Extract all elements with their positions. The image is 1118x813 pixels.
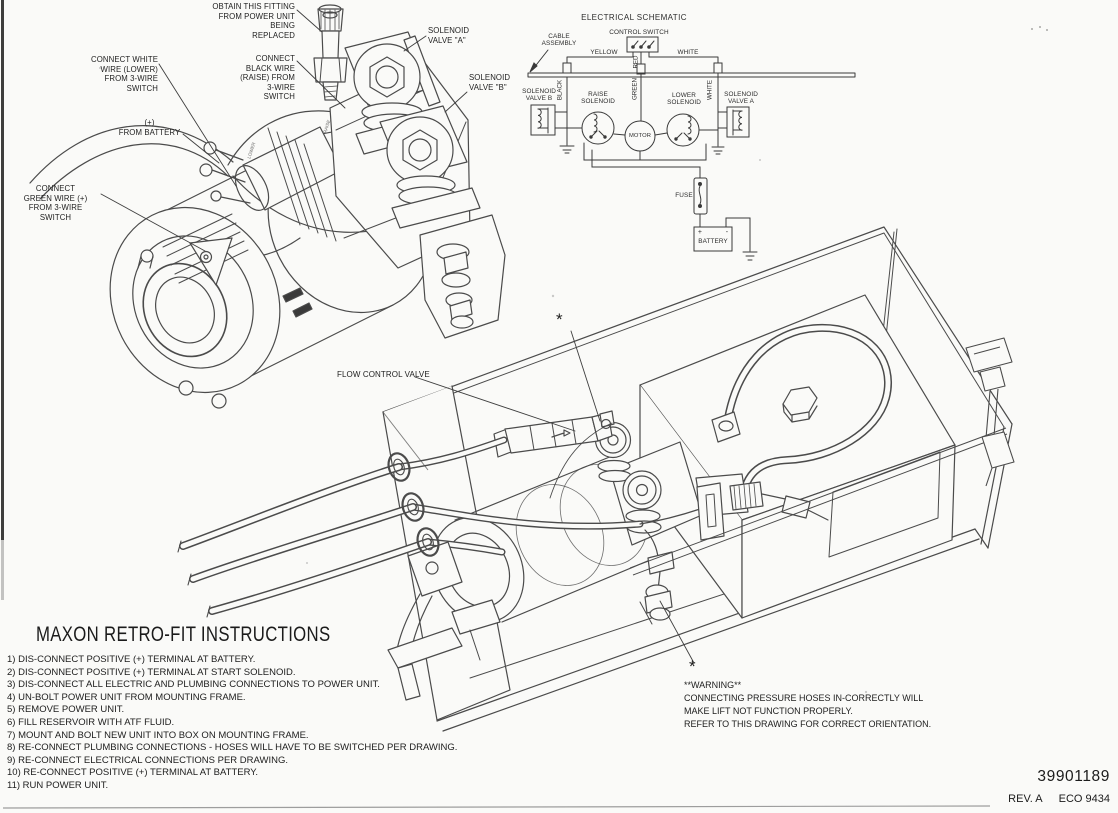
callout-solenoid-valve-a: SOLENOID VALVE "A" xyxy=(428,26,470,45)
eco-number: ECO 9434 xyxy=(1058,793,1110,805)
warning-line: CONNECTING PRESSURE HOSES IN-CORRECTLY W… xyxy=(684,692,924,703)
callout-flow-control-valve: FLOW CONTROL VALVE xyxy=(337,370,430,379)
schematic-cable-assembly-label: CABLE ASSEMBLY xyxy=(541,33,577,48)
schematic-white-wire-top-label: WHITE xyxy=(677,49,699,56)
schematic-battery-plus: + xyxy=(697,229,703,236)
schematic-title: ELECTRICAL SCHEMATIC xyxy=(581,13,687,22)
warning-title: **WARNING** xyxy=(684,680,742,690)
schematic-fuse-label: FUSE xyxy=(675,192,693,199)
schematic-control-switch-label: CONTROL SWITCH xyxy=(609,29,669,36)
warning-line: MAKE LIFT NOT FUNCTION PROPERLY. xyxy=(684,705,853,716)
schematic-battery-label: BATTERY xyxy=(698,238,728,245)
schematic-solenoid-valve-b-label: SOLENOID VALVE B xyxy=(522,88,556,103)
electrical-schematic-drawing xyxy=(527,36,856,261)
callout-solenoid-valve-b: SOLENOID VALVE "B" xyxy=(469,73,511,92)
instruction-step: 7) MOUNT AND BOLT NEW UNIT INTO BOX ON M… xyxy=(7,729,309,741)
scan-specks xyxy=(99,26,1048,694)
schematic-yellow-wire-label: YELLOW xyxy=(590,49,618,56)
part-number: 39901189 xyxy=(1037,768,1110,785)
schematic-lower-solenoid-label: LOWER SOLENOID xyxy=(667,92,701,107)
schematic-raise-solenoid-label: RAISE SOLENOID xyxy=(581,91,615,106)
asterisk-lower: * xyxy=(689,657,696,676)
instruction-step: 8) RE-CONNECT PLUMBING CONNECTIONS - HOS… xyxy=(7,742,458,754)
schematic-solenoid-valve-a-label: SOLENOID VALVE A xyxy=(724,91,758,106)
instruction-step: 2) DIS-CONNECT POSITIVE (+) TERMINAL AT … xyxy=(7,666,296,678)
schematic-battery-minus: - xyxy=(725,229,729,236)
schematic-black-wire-label: BLACK xyxy=(556,79,564,101)
schematic-green-wire-label: GREEN xyxy=(631,77,639,101)
instruction-step: 11) RUN POWER UNIT. xyxy=(7,779,109,791)
box-front-rim-lines xyxy=(382,411,1008,576)
callout-leader-lines xyxy=(100,9,695,664)
schematic-motor-label: MOTOR xyxy=(629,133,651,139)
scan-edge xyxy=(1,0,991,809)
power-unit-exploded-drawing xyxy=(29,4,506,409)
power-unit-in-box-drawing xyxy=(387,410,725,701)
instruction-step: 5) REMOVE POWER UNIT. xyxy=(7,704,125,716)
instructions-title: MAXON RETRO-FIT INSTRUCTIONS xyxy=(36,622,331,646)
callout-black-wire: CONNECT BLACK WIRE (RAISE) FROM 3-WIRE S… xyxy=(240,54,295,101)
instruction-step: 4) UN-BOLT POWER UNIT FROM MOUNTING FRAM… xyxy=(7,691,246,703)
box-latch-drawing xyxy=(965,337,1015,487)
schematic-red-wire-label: RED xyxy=(632,55,640,69)
asterisk-upper: * xyxy=(556,310,563,329)
revision-line: REV. A ECO 9434 xyxy=(860,793,1110,805)
instruction-step: 3) DIS-CONNECT ALL ELECTRIC AND PLUMBING… xyxy=(7,679,380,691)
instruction-step: 6) FILL RESERVOIR WITH ATF FLUID. xyxy=(7,716,175,728)
callout-green-wire: CONNECT GREEN WIRE (+) FROM 3-WIRE SWITC… xyxy=(23,184,88,222)
instructions-steps: 1) DIS-CONNECT POSITIVE (+) TERMINAL AT … xyxy=(7,654,457,793)
revision: REV. A xyxy=(1008,793,1043,805)
schematic-white-wire-right-label: WHITE xyxy=(706,80,714,100)
callout-white-wire: CONNECT WHITE WIRE (LOWER) FROM 3-WIRE S… xyxy=(91,55,158,93)
callout-obtain-fitting: OBTAIN THIS FITTING FROM POWER UNIT BEIN… xyxy=(212,2,295,40)
warning-line: REFER TO THIS DRAWING FOR CORRECT ORIENT… xyxy=(684,718,932,729)
callout-battery-positive: (+) FROM BATTERY xyxy=(118,118,181,137)
hoses-and-grommets xyxy=(177,452,440,618)
instruction-step: 9) RE-CONNECT ELECTRICAL CONNECTIONS PER… xyxy=(7,754,288,766)
instruction-step: 10) RE-CONNECT POSITIVE (+) TERMINAL AT … xyxy=(7,767,259,779)
instruction-step: 1) DIS-CONNECT POSITIVE (+) TERMINAL AT … xyxy=(7,654,256,665)
warning-block: **WARNING** CONNECTING PRESSURE HOSES IN… xyxy=(684,679,931,731)
